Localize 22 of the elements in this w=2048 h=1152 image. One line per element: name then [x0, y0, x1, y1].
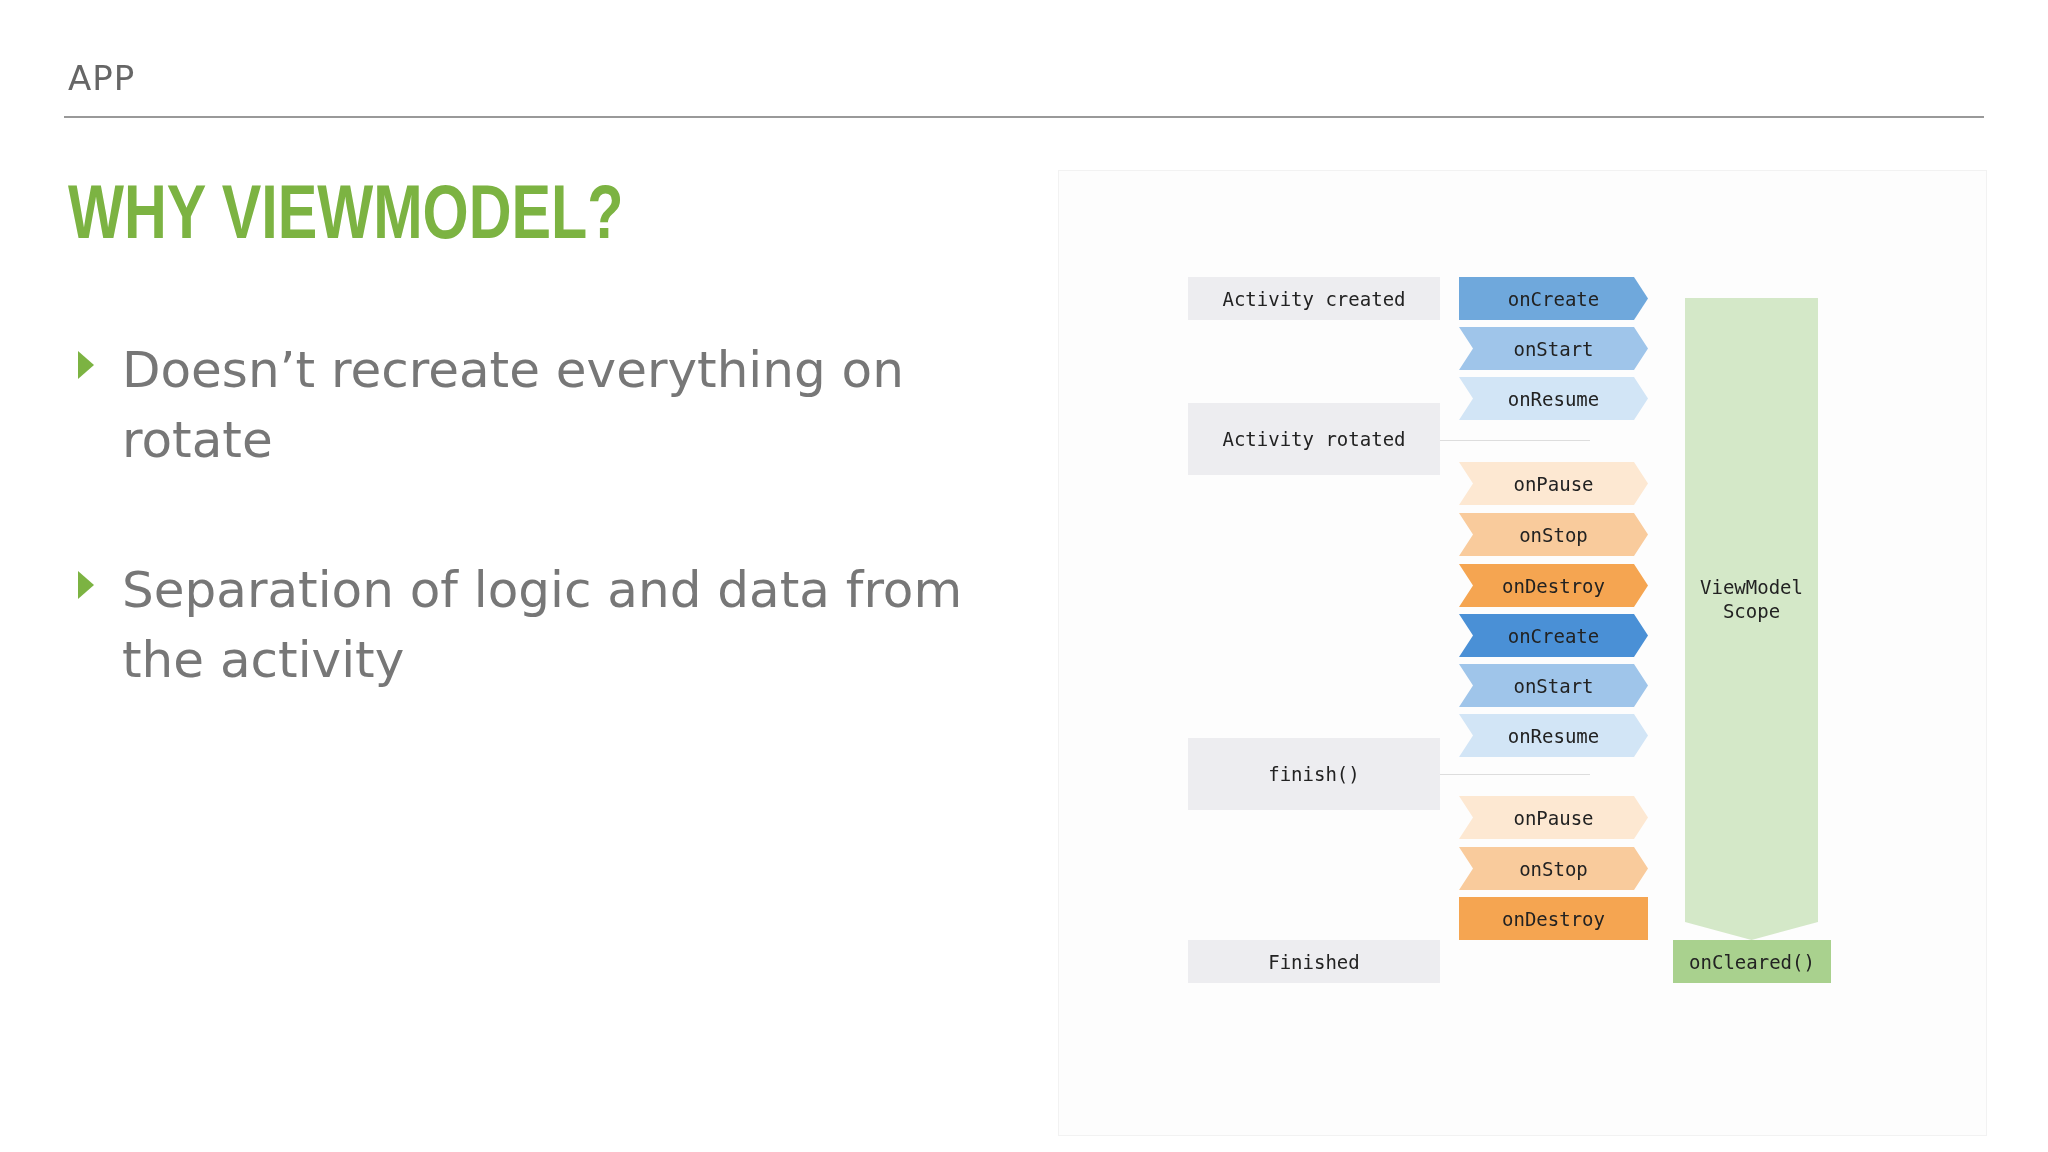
- lifecycle-step: onDestroy: [1459, 564, 1648, 607]
- lifecycle-step: onStart: [1459, 327, 1648, 370]
- lifecycle-step: onCreate: [1459, 277, 1648, 320]
- state-box: finish(): [1188, 738, 1440, 810]
- bullet-text: Separation of logic and data from the activity: [122, 560, 964, 691]
- scope-end-box: onCleared(): [1673, 940, 1831, 983]
- state-box: Activity created: [1188, 277, 1440, 320]
- lifecycle-step: onPause: [1459, 462, 1648, 505]
- lifecycle-step: onCreate: [1459, 614, 1648, 657]
- bullet-text: Doesn’t recreate everything on rotate: [122, 340, 905, 471]
- lifecycle-step: onResume: [1459, 714, 1648, 757]
- lifecycle-step: onDestroy: [1459, 897, 1648, 940]
- state-box: Activity rotated: [1188, 403, 1440, 475]
- lifecycle-step: onStart: [1459, 664, 1648, 707]
- scope-band: ViewModel Scope: [1685, 298, 1818, 940]
- lifecycle-step: onStop: [1459, 847, 1648, 890]
- lifecycle-step: onResume: [1459, 377, 1648, 420]
- lifecycle-step: onPause: [1459, 796, 1648, 839]
- state-box: Finished: [1188, 940, 1440, 983]
- lifecycle-step: onStop: [1459, 513, 1648, 556]
- section-header: APP: [68, 58, 136, 98]
- slide-title: WHY VIEWMODEL?: [68, 168, 624, 255]
